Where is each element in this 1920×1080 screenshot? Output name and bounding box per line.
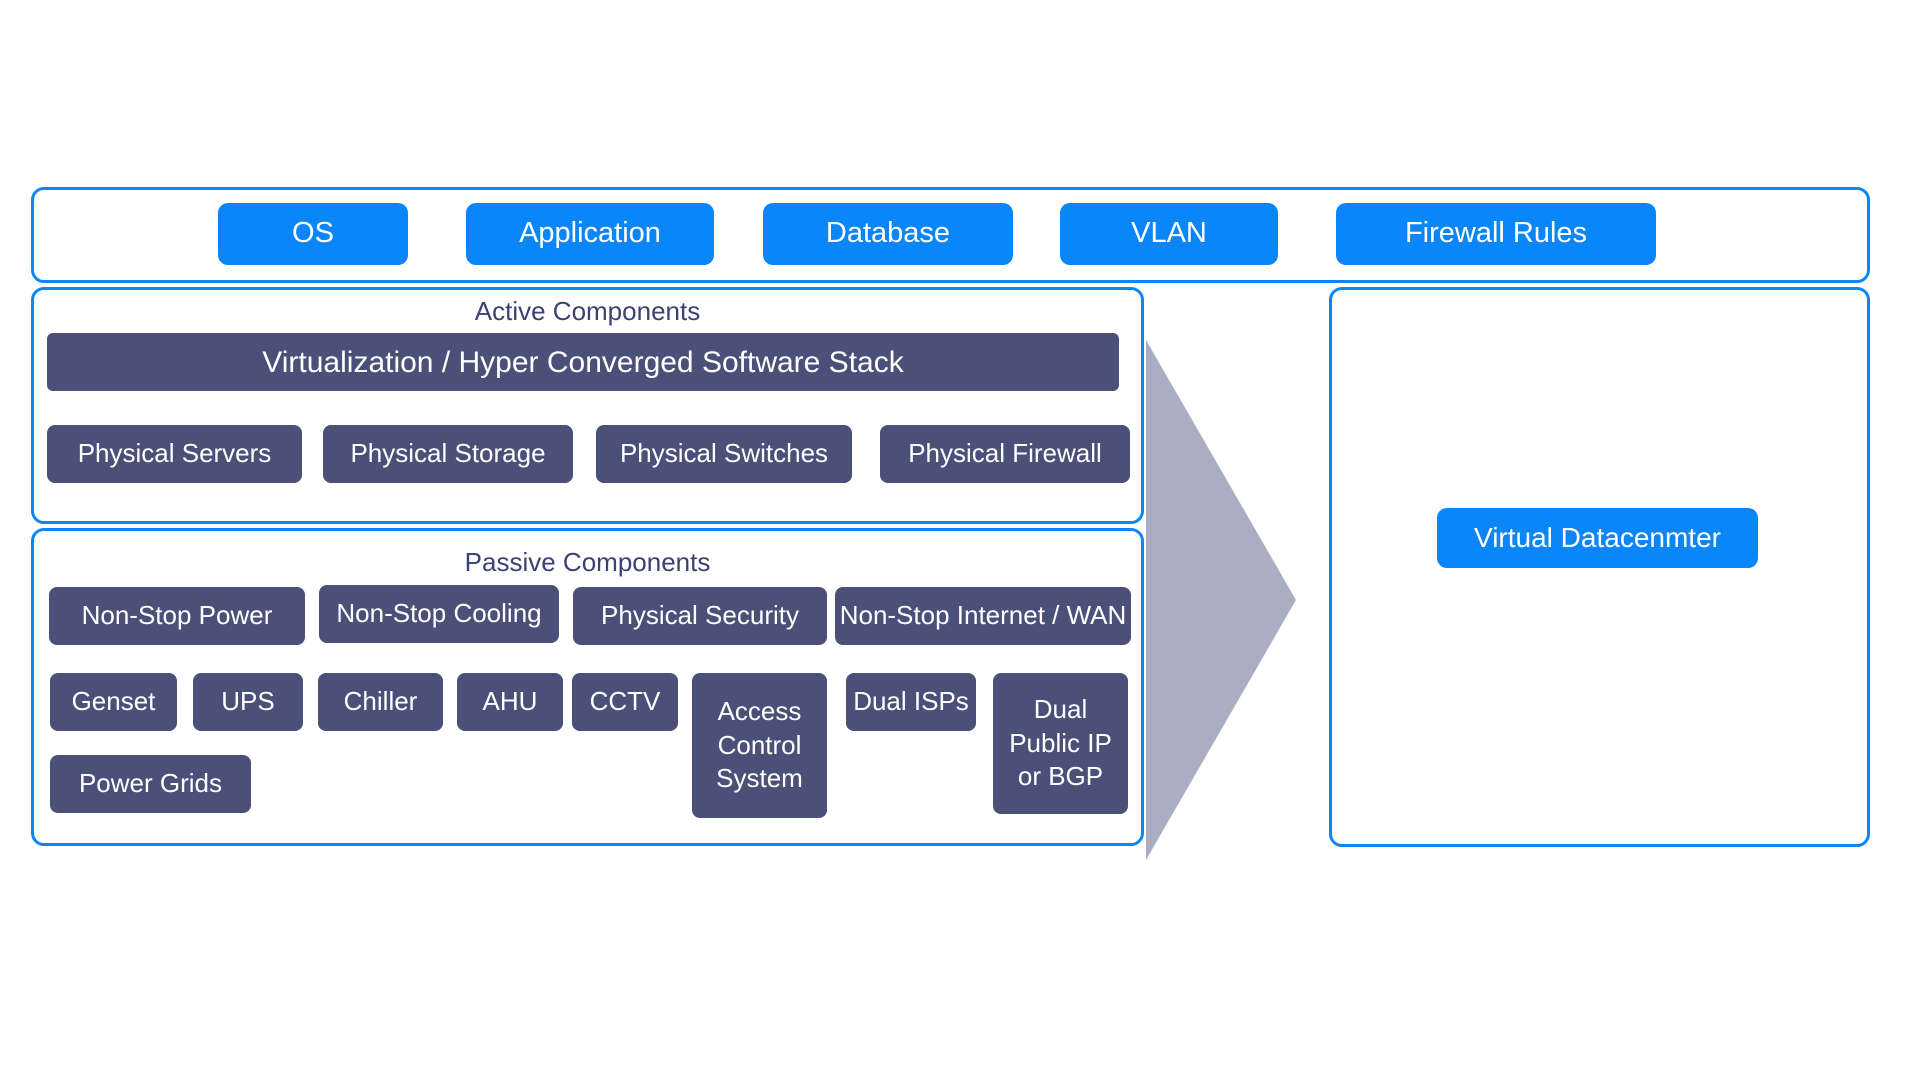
- non-stop-cooling-box: Non-Stop Cooling: [319, 585, 559, 643]
- application-button[interactable]: Application: [466, 203, 714, 265]
- dual-public-ip-or-bgp-box: Dual Public IP or BGP: [993, 673, 1128, 814]
- physical-switches-box: Physical Switches: [596, 425, 852, 483]
- physical-servers-box: Physical Servers: [47, 425, 302, 483]
- virtual-datacenter-button[interactable]: Virtual Datacenmter: [1437, 508, 1758, 568]
- active-components-title: Active Components: [474, 296, 701, 326]
- passive-components-title: Passive Components: [464, 547, 711, 577]
- dual-isps-box: Dual ISPs: [846, 673, 976, 731]
- firewall-rules-button[interactable]: Firewall Rules: [1336, 203, 1656, 265]
- cctv-box: CCTV: [572, 673, 678, 731]
- ahu-box: AHU: [457, 673, 563, 731]
- os-button[interactable]: OS: [218, 203, 408, 265]
- non-stop-power-box: Non-Stop Power: [49, 587, 305, 645]
- access-control-system-box: Access Control System: [692, 673, 827, 818]
- chiller-box: Chiller: [318, 673, 443, 731]
- vlan-button[interactable]: VLAN: [1060, 203, 1278, 265]
- genset-box: Genset: [50, 673, 177, 731]
- physical-firewall-box: Physical Firewall: [880, 425, 1130, 483]
- active-components-panel: [31, 287, 1144, 524]
- physical-security-box: Physical Security: [573, 587, 827, 645]
- physical-storage-box: Physical Storage: [323, 425, 573, 483]
- ups-box: UPS: [193, 673, 303, 731]
- virtualization-stack-bar: Virtualization / Hyper Converged Softwar…: [47, 333, 1119, 391]
- database-button[interactable]: Database: [763, 203, 1013, 265]
- right-arrow-icon: [1146, 340, 1296, 860]
- power-grids-box: Power Grids: [50, 755, 251, 813]
- non-stop-internet-wan-box: Non-Stop Internet / WAN: [835, 587, 1131, 645]
